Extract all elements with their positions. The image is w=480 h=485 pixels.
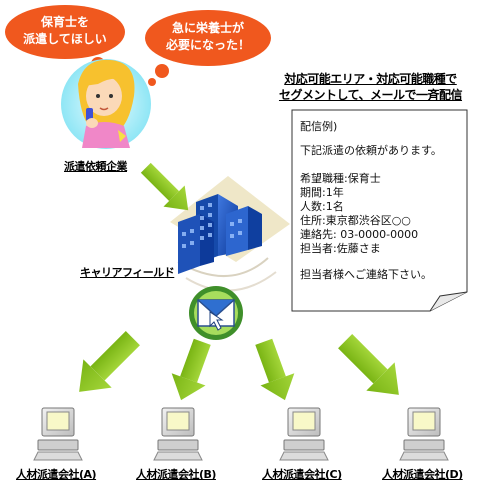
memo-line-3: 希望職種:保育士 xyxy=(300,172,381,185)
hub-label: キャリアフィールド xyxy=(80,266,175,279)
arrow-to-agency-a xyxy=(79,331,140,392)
bubble-left-text: 保育士を 派遣してほしい xyxy=(12,14,118,48)
memo-line-9: 担当者様へご連絡下さい。 xyxy=(300,268,432,281)
arrow-to-agency-b xyxy=(171,338,211,401)
computer-icon-b xyxy=(153,407,203,461)
bubble-right-text: 急に栄養士が 必要になった！ xyxy=(152,20,264,54)
client-person-illustration xyxy=(61,59,151,149)
agency-label-a: 人材派遣会社(A) xyxy=(16,468,97,481)
memo-line-7: 連絡先: 03-0000-0000 xyxy=(300,228,419,241)
career-field-building-icon xyxy=(170,176,290,292)
computer-icon-c xyxy=(279,407,329,461)
bubble-left-line-1: 保育士を xyxy=(40,15,89,29)
client-label: 派遣依頼企業 xyxy=(64,160,128,173)
bubble-right xyxy=(145,10,271,86)
memo-line-8: 担当者:佐藤さま xyxy=(300,242,381,255)
arrow-client-to-hub xyxy=(140,162,189,211)
computer-icon-d xyxy=(399,407,449,461)
arrow-to-agency-d xyxy=(338,334,399,395)
agency-label-d: 人材派遣会社(D) xyxy=(382,468,463,481)
memo-line-2: 下記派遣の依頼があります。 xyxy=(300,144,442,157)
bubble-right-line-1: 急に栄養士が xyxy=(171,21,244,35)
memo-line-5: 人数:1名 xyxy=(300,200,344,213)
bubble-left-line-2: 派遣してほしい xyxy=(23,32,107,46)
arrow-to-agency-c xyxy=(255,338,295,401)
arrow-group xyxy=(79,162,399,401)
headline-line-2: セグメントして、メールで一斉配信 xyxy=(278,88,463,102)
memo-line-6: 住所:東京都渋谷区○○ xyxy=(300,214,411,227)
delivery-example-memo xyxy=(291,109,468,312)
bubble-right-line-2: 必要になった！ xyxy=(165,38,250,52)
headline-line-1: 対応可能エリア・対応可能職種で xyxy=(284,72,457,86)
memo-line-4: 期間:1年 xyxy=(300,186,344,199)
agency-label-c: 人材派遣会社(C) xyxy=(262,468,342,481)
computer-icon-a xyxy=(33,407,83,461)
mail-broadcast-icon xyxy=(189,286,243,340)
memo-line-1: 配信例) xyxy=(300,120,338,133)
agency-label-b: 人材派遣会社(B) xyxy=(136,468,216,481)
